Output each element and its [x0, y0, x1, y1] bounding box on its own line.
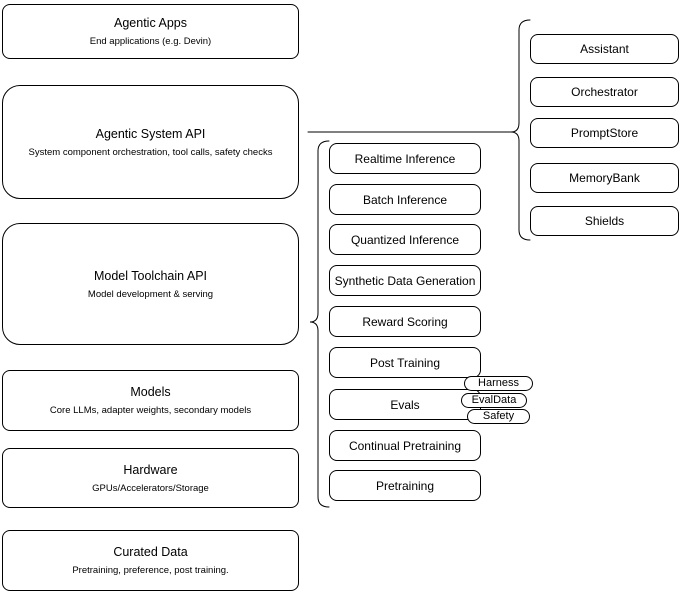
toolchain-service-box: Pretraining	[329, 470, 481, 501]
toolchain-service-box: Quantized Inference	[329, 224, 481, 255]
eval-tag-oval: Harness	[464, 376, 533, 391]
layer-box: Hardware GPUs/Accelerators/Storage	[2, 448, 299, 508]
system-component-box: Orchestrator	[530, 77, 679, 107]
toolchain-service-box: Batch Inference	[329, 184, 481, 215]
toolchain-brace	[309, 140, 330, 508]
layer-subtitle: Pretraining, preference, post training.	[72, 565, 229, 576]
system-component-box: MemoryBank	[530, 163, 679, 193]
layer-box: Agentic Apps End applications (e.g. Devi…	[2, 4, 299, 59]
toolchain-service-box: Realtime Inference	[329, 143, 481, 174]
toolchain-service-box: Evals	[329, 389, 481, 420]
layer-title: Models	[130, 385, 171, 399]
eval-tag-oval: Safety	[467, 409, 530, 424]
layer-subtitle: System component orchestration, tool cal…	[28, 146, 273, 158]
layer-title: Agentic Apps	[114, 16, 187, 30]
layer-box: Models Core LLMs, adapter weights, secon…	[2, 370, 299, 431]
system-component-box: PromptStore	[530, 118, 679, 148]
layer-subtitle: End applications (e.g. Devin)	[89, 36, 212, 47]
layer-box: Curated Data Pretraining, preference, po…	[2, 530, 299, 591]
toolchain-service-box: Synthetic Data Generation	[329, 265, 481, 296]
system-component-box: Shields	[530, 206, 679, 236]
toolchain-service-box: Post Training	[329, 347, 481, 378]
components-brace	[510, 19, 531, 241]
layer-subtitle: Core LLMs, adapter weights, secondary mo…	[49, 405, 252, 416]
eval-tag-oval: EvalData	[461, 393, 527, 408]
layer-box: Agentic System API System component orch…	[2, 85, 299, 199]
system-component-box: Assistant	[530, 34, 679, 64]
layer-title: Model Toolchain API	[93, 268, 208, 283]
layer-title: Agentic System API	[95, 126, 206, 141]
layer-box: Model Toolchain API Model development & …	[2, 223, 299, 345]
layer-title: Curated Data	[113, 545, 188, 559]
toolchain-service-box: Reward Scoring	[329, 306, 481, 337]
layer-title: Hardware	[123, 462, 178, 477]
layer-subtitle: GPUs/Accelerators/Storage	[92, 482, 209, 494]
layer-subtitle: Model development & serving	[87, 288, 214, 300]
toolchain-service-box: Continual Pretraining	[329, 430, 481, 461]
